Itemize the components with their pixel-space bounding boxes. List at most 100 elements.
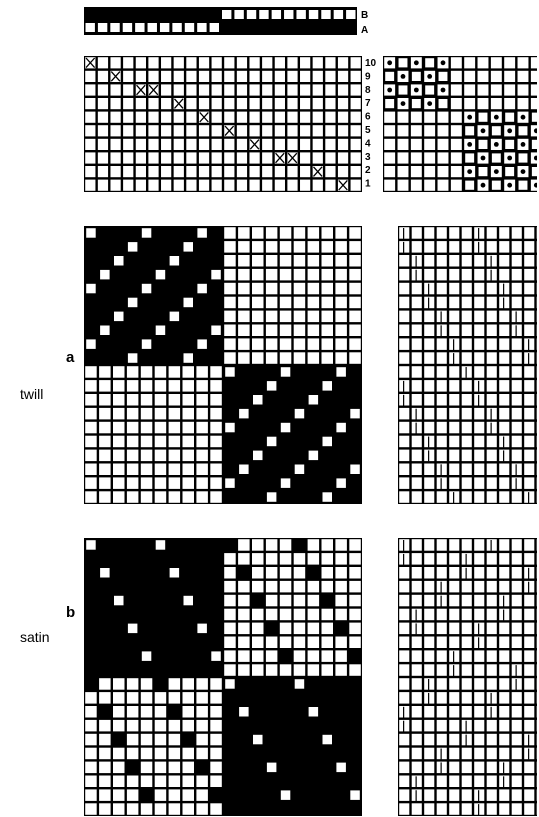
tieup-cell: [410, 125, 422, 137]
threading-cell: [350, 125, 361, 137]
twill-right-cell: [511, 366, 522, 378]
twill-cell: [280, 478, 291, 488]
shaft-number: 2: [365, 165, 371, 176]
threading-cell: [173, 166, 184, 178]
satin-right-cell: [524, 664, 535, 676]
threading-cell: [249, 57, 260, 69]
threading-cell: [312, 138, 323, 150]
satin-cell: [85, 719, 97, 732]
threading-cell: [224, 166, 235, 178]
threading-cell: [123, 138, 134, 150]
twill-cell: [126, 421, 139, 434]
twill-right-cell: [474, 255, 485, 267]
satin-cell: [293, 594, 306, 607]
satin-cell: [321, 622, 333, 635]
twill-cell: [307, 255, 320, 267]
header-cell-a: [122, 23, 133, 32]
twill-cell: [169, 256, 180, 266]
satin-right-cell: [399, 580, 410, 593]
threading-cell: [236, 179, 248, 191]
satin-cell: [335, 567, 347, 579]
satin-cell: [182, 775, 194, 787]
threading-cell: [186, 138, 197, 150]
satin-right-cell: [399, 692, 410, 704]
satin-right-cell: [474, 706, 485, 718]
tieup-dot: [507, 182, 513, 188]
satin-right-cell: [511, 733, 522, 746]
satin-right-cell: [511, 567, 522, 579]
twill-cell: [307, 352, 320, 364]
twill-cell: [126, 463, 139, 475]
twill-cell: [238, 352, 250, 364]
tieup-cell: [384, 179, 396, 191]
twill-right-cell: [461, 227, 472, 239]
tieup-dot: [427, 74, 433, 79]
twill-cell: [168, 421, 181, 434]
twill-cell: [349, 352, 361, 364]
twill-cell: [293, 282, 306, 295]
satin-cell: [238, 539, 250, 551]
tieup-cell: [450, 166, 462, 178]
tieup-dot: [467, 169, 473, 175]
threading-cell: [287, 179, 298, 191]
twill-right-cell: [424, 310, 435, 323]
twill-right-cell: [436, 449, 447, 462]
twill-cell: [197, 228, 207, 238]
twill-right-cell: [486, 227, 497, 239]
twill-right-cell: [524, 255, 535, 267]
twill-right-cell: [449, 324, 460, 336]
tieup-cell: [530, 84, 539, 96]
twill-right-cell: [461, 241, 472, 253]
satin-cell: [293, 553, 306, 565]
twill-cell: [265, 296, 278, 309]
tieup-cell: [425, 85, 435, 95]
twill-cell: [196, 421, 208, 434]
threading-cell: [325, 179, 336, 191]
satin-cell: [279, 567, 292, 579]
twill-right-cell: [461, 463, 472, 475]
threading-cell: [148, 70, 159, 82]
twill-cell: [224, 324, 236, 336]
satin-right-cell: [499, 747, 510, 760]
twill-cell: [335, 296, 347, 309]
satin-right-cell: [399, 803, 410, 815]
satin-cell: [279, 539, 292, 551]
tieup-cell: [531, 139, 539, 149]
header-cell-b: [234, 10, 244, 19]
twill-cell: [140, 435, 153, 448]
satin-cell: [335, 594, 347, 607]
twill-cell: [168, 435, 181, 448]
twill-right-cell: [436, 241, 447, 253]
threading-cell: [274, 179, 285, 191]
tieup-cell: [437, 179, 449, 191]
twill-right-cell: [411, 491, 422, 503]
twill-right-cell: [524, 380, 535, 392]
twill-cell: [279, 255, 292, 267]
tieup-cell: [450, 98, 462, 110]
twill-right-cell: [474, 394, 485, 406]
twill-cell: [335, 310, 347, 323]
threading-cell: [135, 152, 146, 164]
threading-cell: [135, 179, 146, 191]
threading-cell: [123, 179, 134, 191]
twill-cell: [293, 255, 306, 267]
twill-cell: [322, 381, 332, 391]
satin-right-cell: [449, 692, 460, 704]
threading-cell: [85, 70, 96, 82]
twill-cell: [99, 477, 111, 489]
twill-cell: [85, 491, 97, 503]
satin-right-cell: [499, 678, 510, 690]
satin-right-cell: [449, 567, 460, 579]
tieup-cell: [397, 179, 409, 191]
twill-cell: [196, 477, 208, 489]
threading-cell: [85, 111, 96, 123]
satin-cell: [140, 803, 153, 815]
satin-right-cell: [461, 594, 472, 607]
tieup-cell: [464, 57, 476, 69]
threading-x-mark: [136, 84, 146, 96]
satin-right-cell: [424, 664, 435, 676]
twill-right-cell: [474, 268, 485, 281]
satin-cell: [113, 719, 125, 732]
satin-right-frame: [398, 538, 539, 816]
satin-right-cell: [436, 636, 447, 648]
